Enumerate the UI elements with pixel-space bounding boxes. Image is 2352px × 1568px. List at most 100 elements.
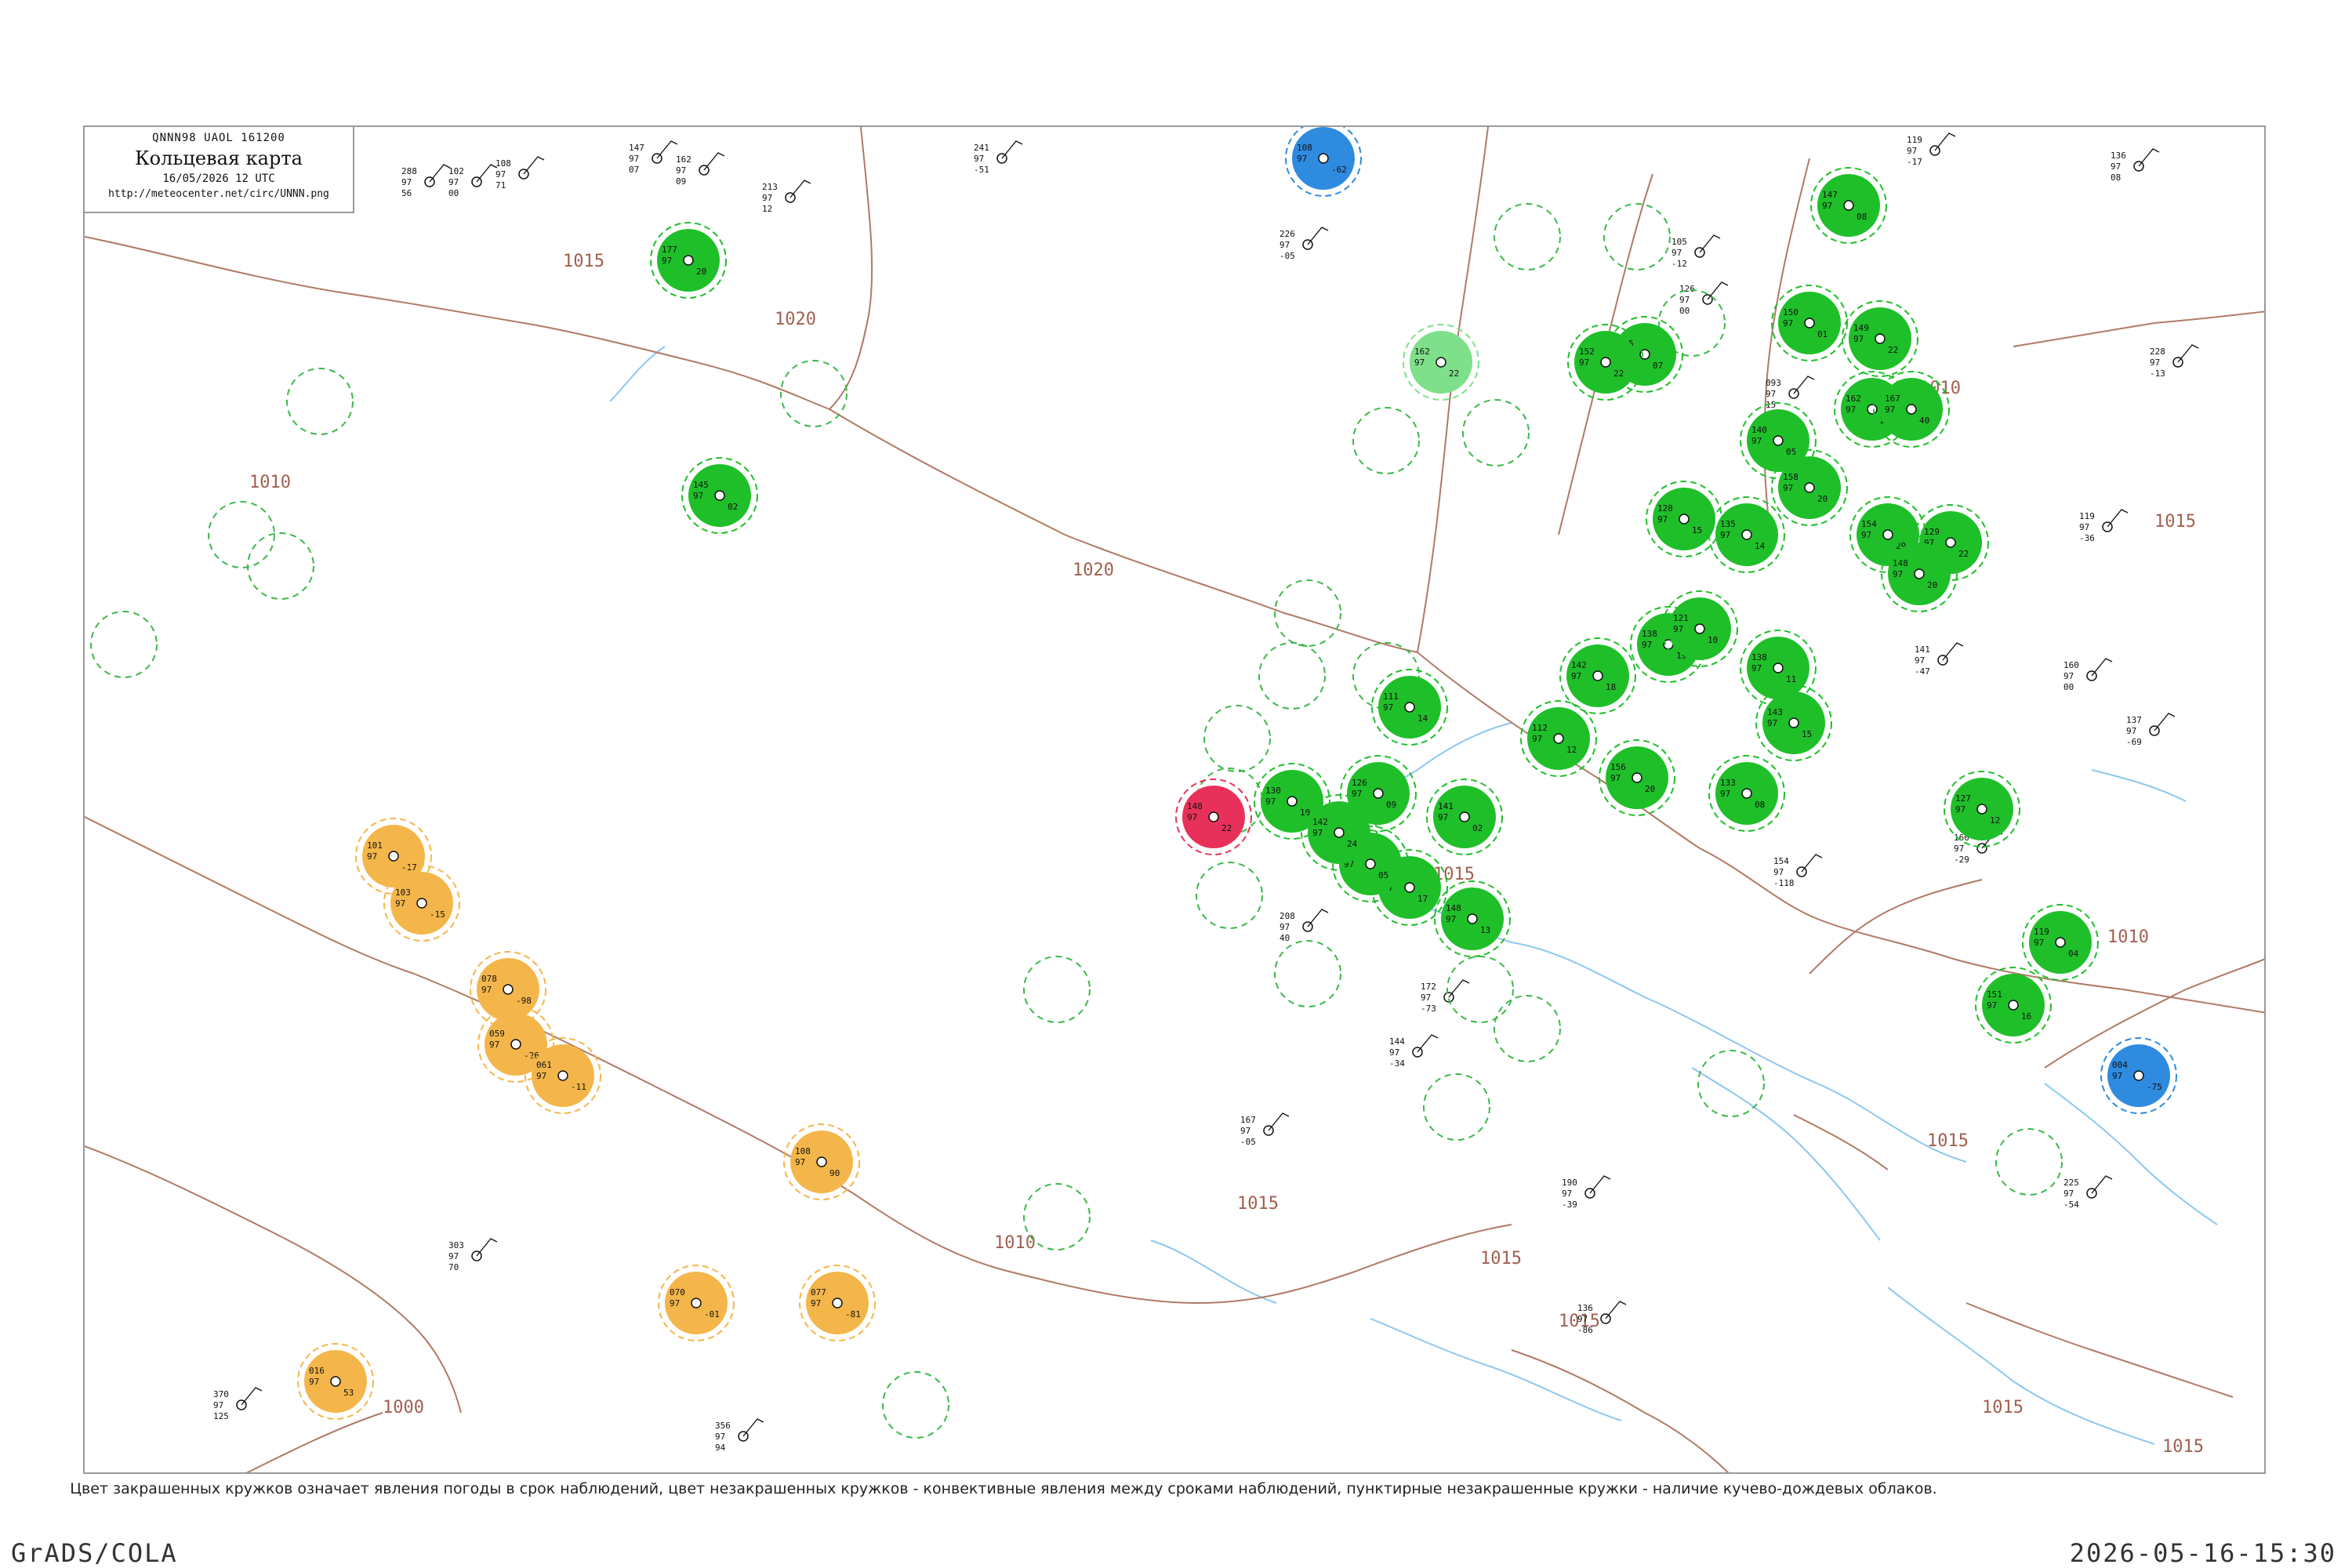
rain-marker-temp: 97 [1532, 734, 1542, 744]
haze-marker-ring [783, 1123, 860, 1200]
rain-marker-ring [1599, 739, 1675, 816]
rain-marker-dewpoint: 11 [1786, 674, 1796, 684]
rain-marker-ring [1944, 771, 2020, 848]
snow-marker-center [2133, 1070, 2144, 1081]
haze-marker-center [557, 1070, 568, 1081]
wind-barb [1707, 281, 1729, 300]
thunderstorm-marker-temp: 97 [1187, 812, 1197, 822]
station-dewpoint: 15 [1766, 400, 1776, 410]
rain-marker-pressure: 148 [1893, 558, 1908, 568]
rain-marker-dewpoint: 24 [1347, 839, 1358, 849]
rain-marker-ring [1810, 167, 1887, 244]
isobar-label: 1015 [2162, 1437, 2204, 1457]
rain-marker-pressure: 143 [1767, 707, 1783, 717]
rain-marker-ring [1708, 755, 1785, 832]
station-temp: 97 [1671, 248, 1682, 258]
rain-marker-pressure: 138 [1642, 629, 1657, 639]
rain-marker-ring [1771, 449, 1848, 526]
haze-marker-dewpoint: -98 [516, 996, 532, 1006]
haze-marker-center [503, 984, 514, 995]
rain-marker-ring [1842, 300, 1918, 377]
rain-marker-pressure: 112 [1532, 723, 1548, 733]
cb-cloud-ring [1258, 642, 1326, 710]
cb-cloud-ring [1658, 289, 1726, 357]
station-pressure: 147 [629, 143, 644, 153]
rain-marker-center [1914, 568, 1925, 579]
rain-marker-temp: 97 [1751, 663, 1762, 673]
haze-marker-ring [470, 951, 546, 1028]
station-dewpoint: 08 [2111, 172, 2121, 183]
isobar-label: 1015 [1480, 1249, 1522, 1269]
station-dewpoint: -86 [1577, 1325, 1593, 1335]
rain-marker-center [1694, 623, 1705, 634]
rain-marker-ring [1426, 779, 1503, 855]
station-dewpoint: -54 [2063, 1200, 2079, 1210]
station-temp: 97 [448, 1251, 459, 1261]
snow-marker-center [1318, 153, 1329, 164]
rain-marker-dewpoint: 20 [696, 267, 706, 277]
station-temp: 97 [1389, 1047, 1399, 1058]
rain-marker-ring [1740, 402, 1817, 479]
station-temp: 97 [1915, 655, 1925, 666]
rain-marker-pressure: 138 [1751, 652, 1767, 662]
rain-marker-dewpoint: 05 [1786, 447, 1796, 457]
station-dewpoint: -36 [2079, 533, 2095, 543]
wind-barb [1605, 1301, 1627, 1319]
rain-marker-center [1773, 662, 1784, 673]
haze-marker-ring [524, 1037, 601, 1114]
river-3 [1370, 1318, 1622, 1421]
rain-marker-ring [1340, 755, 1417, 832]
station-dewpoint: 71 [495, 180, 506, 191]
cb-cloud-ring [1423, 1073, 1490, 1141]
cb-cloud-ring [1494, 203, 1561, 270]
cb-cloud-ring [1023, 956, 1091, 1023]
rain-marker-dewpoint: 15 [1692, 525, 1702, 535]
rain-marker-pressure: 121 [1673, 613, 1689, 623]
haze-marker-ring [297, 1343, 374, 1420]
rain-marker-dewpoint: 20 [1927, 580, 1937, 590]
rain-marker-ring [1332, 826, 1409, 902]
rain-marker-temp: 97 [1853, 334, 1864, 344]
rain-marker-dewpoint: 40 [1919, 416, 1929, 426]
haze-marker-center [691, 1298, 702, 1308]
rain-marker-dewpoint: 08 [1755, 800, 1765, 810]
wind-barb [2107, 509, 2129, 528]
station-dewpoint: 40 [1279, 933, 1290, 943]
rain-marker-pressure: 119 [2034, 927, 2049, 937]
station-temp: 97 [495, 169, 506, 180]
station-temp: 97 [448, 177, 459, 187]
wind-barb [1942, 642, 1964, 661]
rain-marker-pressure: 135 [1720, 519, 1736, 529]
station-temp: 97 [2063, 671, 2074, 681]
rain-marker-temp: 97 [1657, 514, 1668, 524]
isobar-line-19 [1793, 1114, 1889, 1171]
station-pressure: 141 [1915, 644, 1930, 655]
isobar-label: 1000 [383, 1398, 424, 1417]
rain-marker-ring [1873, 371, 1950, 448]
rain-marker-temp: 97 [1893, 569, 1903, 579]
source-url[interactable]: http://meteocenter.net/circ/UNNN.png [108, 188, 329, 200]
station-dewpoint: -69 [2126, 737, 2142, 747]
bulletin-code: QNNN98 UAOL 161200 [152, 132, 285, 144]
haze-marker-pressure: 016 [309, 1366, 325, 1376]
rain-marker-dewpoint: 05 [1378, 870, 1388, 880]
station-temp: 97 [2150, 358, 2160, 368]
rain-marker-dewpoint: 12 [1990, 815, 2000, 826]
station-temp: 97 [1279, 922, 1290, 932]
rain-marker-center [1867, 404, 1878, 415]
rain-marker-dewpoint: 04 [2068, 949, 2079, 959]
rain-marker-center [1773, 435, 1784, 446]
station-temp: 97 [1773, 867, 1784, 877]
rain-marker-ring [1567, 324, 1644, 401]
rain-marker-pressure: 141 [1438, 801, 1454, 811]
rain-marker-dewpoint: 22 [1613, 368, 1624, 379]
rain-marker-pressure: 133 [1720, 778, 1736, 788]
rain-marker-center [2008, 1000, 2019, 1011]
shower-marker-temp: 97 [1414, 358, 1425, 368]
wind-barb [1448, 979, 1470, 998]
isobar-line-12 [85, 1145, 462, 1414]
haze-marker-center [416, 898, 427, 909]
isobar-line-2 [829, 127, 873, 410]
wind-barb [1001, 140, 1023, 159]
station-pressure: 144 [1389, 1036, 1405, 1047]
